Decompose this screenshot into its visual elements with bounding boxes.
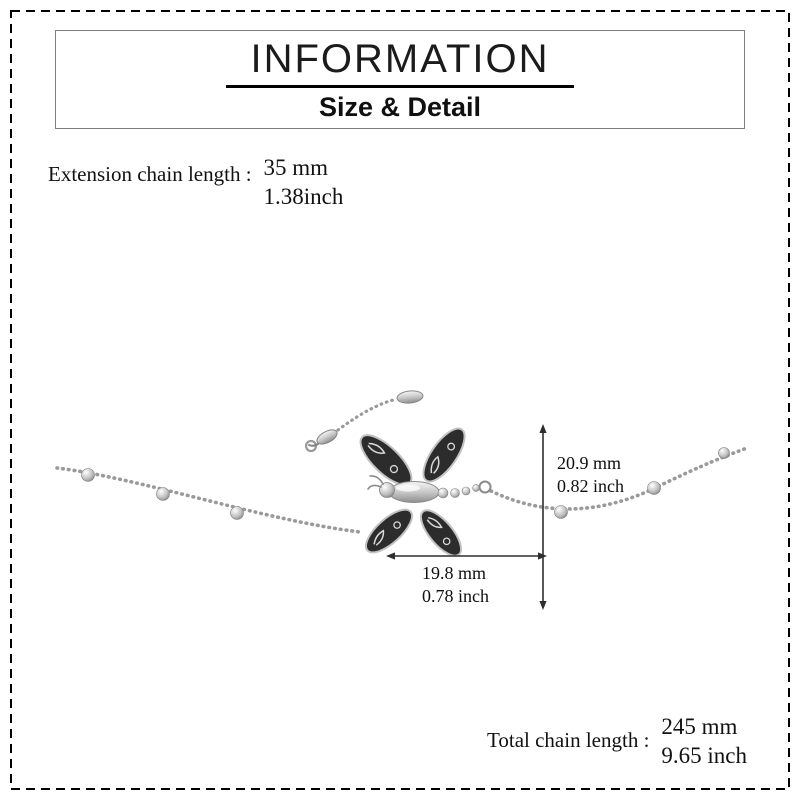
chain-bead bbox=[156, 487, 170, 501]
header-box: INFORMATION Size & Detail bbox=[55, 30, 745, 129]
pendant-height-mm: 20.9 mm bbox=[557, 453, 622, 473]
dragonfly-tail bbox=[437, 480, 492, 499]
pendant-width-label: 19.8 mm 0.78 inch bbox=[422, 562, 489, 608]
total-chain-spec: Total chain length : 245 mm 9.65 inch bbox=[487, 712, 747, 770]
total-chain-values: 245 mm 9.65 inch bbox=[661, 712, 747, 770]
chain-bead bbox=[647, 481, 661, 495]
chain-bead bbox=[554, 505, 568, 519]
extension-chain-values: 35 mm 1.38inch bbox=[264, 153, 344, 211]
extension-chain-mm: 35 mm bbox=[263, 155, 329, 180]
chain-bead bbox=[81, 468, 95, 482]
page-title: INFORMATION bbox=[250, 37, 550, 81]
pendant-height-inch: 0.82 inch bbox=[557, 476, 624, 496]
dragonfly-wing bbox=[419, 509, 463, 557]
pendant-width-mm: 19.8 mm bbox=[422, 563, 487, 583]
extension-chain-inch: 1.38inch bbox=[263, 184, 344, 209]
page-subtitle: Size & Detail bbox=[318, 91, 482, 122]
right-chain bbox=[489, 446, 749, 519]
total-chain-inch: 9.65 inch bbox=[661, 743, 748, 768]
dragonfly-wing bbox=[422, 427, 466, 483]
lobster-clasp-icon bbox=[316, 429, 338, 445]
extension-chain-spec: Extension chain length : 35 mm 1.38inch bbox=[48, 153, 343, 211]
header-divider bbox=[226, 84, 574, 88]
extension-chain-label: Extension chain length : bbox=[48, 162, 252, 186]
dragonfly-head bbox=[379, 482, 395, 498]
extension-chain bbox=[304, 390, 424, 453]
pendant-width-inch: 0.78 inch bbox=[422, 586, 489, 606]
bracelet-photo bbox=[55, 390, 749, 610]
chain-bead bbox=[230, 506, 244, 520]
chain-end-tag bbox=[396, 390, 424, 404]
vertical-dimension-arrow bbox=[539, 424, 547, 610]
pendant-height-label: 20.9 mm 0.82 inch bbox=[557, 452, 624, 498]
chain-bead bbox=[718, 447, 730, 459]
dragonfly-pendant bbox=[359, 427, 492, 557]
dragonfly-wing bbox=[365, 508, 413, 554]
total-chain-label: Total chain length : bbox=[487, 728, 650, 752]
dragonfly-body bbox=[388, 481, 440, 503]
horizontal-dimension-arrow bbox=[386, 552, 547, 560]
total-chain-mm: 245 mm bbox=[661, 714, 738, 739]
left-chain bbox=[55, 466, 362, 534]
